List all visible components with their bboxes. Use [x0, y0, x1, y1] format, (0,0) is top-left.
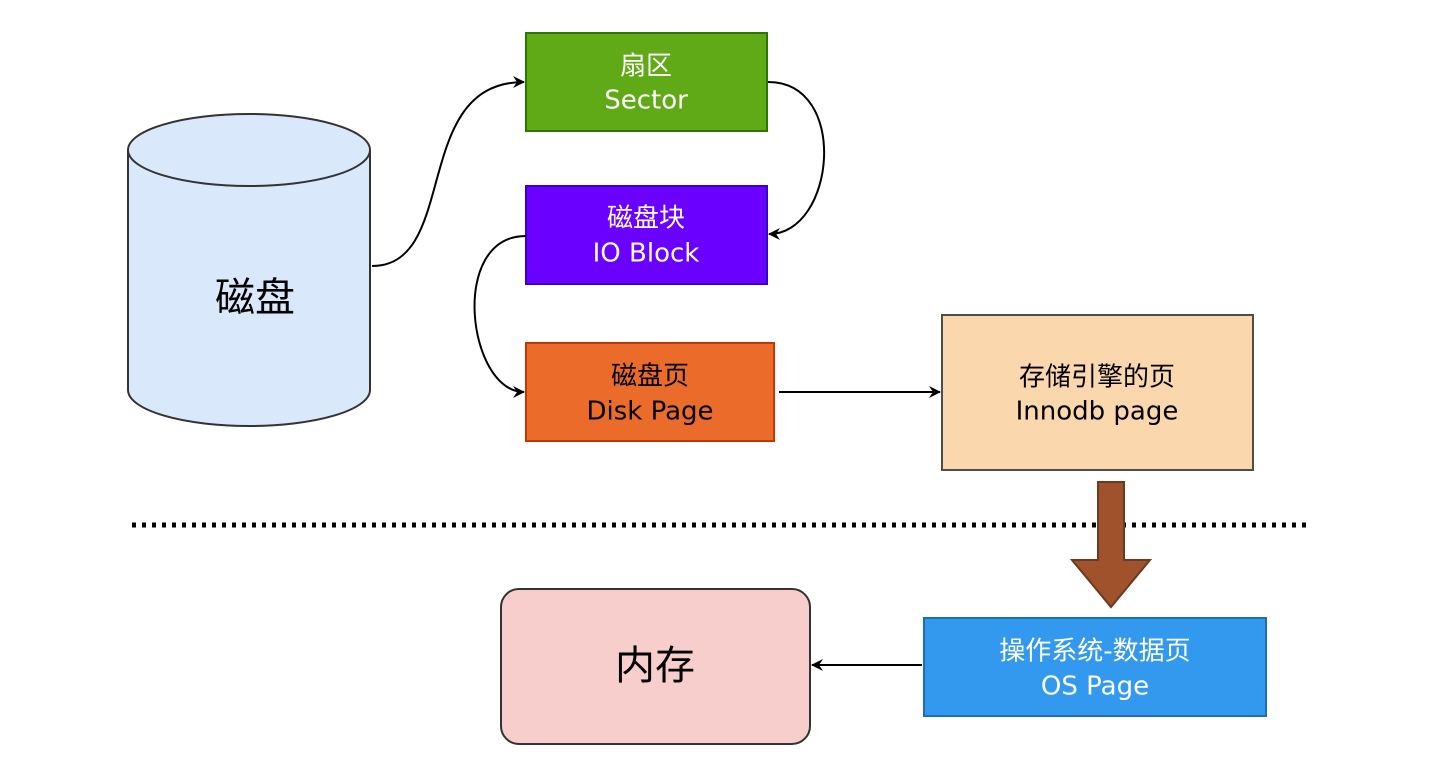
disk-page-label-zh: 磁盘页 [611, 362, 689, 392]
io-block-label-en: IO Block [593, 239, 700, 269]
innodb-page-rect [941, 314, 1254, 471]
disk-page-box: 磁盘页 Disk Page [525, 342, 775, 442]
disk-cylinder-top [127, 113, 371, 187]
arrow-disk-to-sector [371, 76, 525, 267]
sector-label-zh: 扇区 [620, 52, 672, 82]
innodb-page-label-zh: 存储引擎的页 [1019, 363, 1175, 393]
big-down-arrow [1069, 481, 1153, 609]
arrow-sector-to-io-block [767, 81, 825, 240]
sector-label-en: Sector [604, 86, 688, 116]
memory-rect [500, 588, 811, 745]
memory-label: 内存 [615, 643, 695, 689]
os-page-rect [923, 617, 1267, 717]
memory-box: 内存 [500, 588, 811, 745]
os-page-label-en: OS Page [1041, 672, 1149, 702]
innodb-page-label-en: Innodb page [1016, 397, 1179, 427]
disk-cylinder: 磁盘 [127, 113, 371, 427]
io-block-box: 磁盘块 IO Block [525, 185, 768, 285]
io-block-rect [525, 185, 768, 285]
os-page-label-zh: 操作系统-数据页 [999, 637, 1190, 667]
sector-rect [525, 32, 768, 132]
io-block-label-zh: 磁盘块 [607, 204, 685, 234]
disk-page-label-en: Disk Page [586, 397, 713, 427]
os-page-box: 操作系统-数据页 OS Page [923, 617, 1267, 717]
disk-page-rect [525, 342, 775, 442]
disk-label: 磁盘 [215, 275, 295, 321]
arrow-io-block-to-disk-page [473, 235, 527, 398]
innodb-page-box: 存储引擎的页 Innodb page [941, 314, 1254, 471]
disk-cylinder-body [127, 150, 371, 427]
sector-box: 扇区 Sector [525, 32, 768, 132]
